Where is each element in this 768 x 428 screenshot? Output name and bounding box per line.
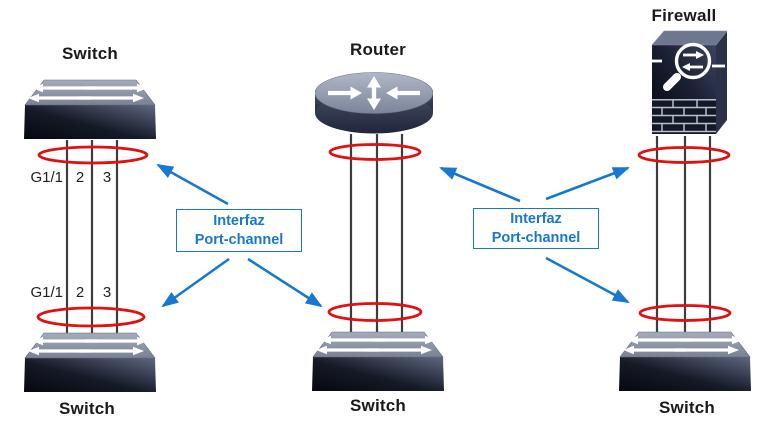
switch-icon-bottom-middle: [311, 330, 445, 392]
port-channel-highlight-top-left: [37, 145, 149, 165]
device-label-router: Router: [350, 40, 406, 59]
device-label-firewall: Firewall: [651, 6, 717, 25]
port-label-upper-g11: G1/1: [30, 169, 63, 186]
cable-bundle-middle: [349, 134, 404, 342]
port-channel-highlight-bottom-right: [638, 304, 732, 322]
port-label-lower-3: 3: [102, 284, 112, 301]
callout-left-line2: Port-channel: [194, 231, 284, 248]
device-label-switch-bottom-middle: Switch: [350, 396, 406, 415]
switch-icon-bottom-left: [23, 331, 157, 393]
port-channel-highlight-top-middle: [328, 143, 422, 161]
arrow-left-to-bottom-middle-ellipse: [247, 257, 323, 308]
port-label-lower-2: 2: [75, 284, 85, 301]
port-label-upper-3: 3: [102, 169, 112, 186]
device-label-switch-top-left: Switch: [62, 44, 118, 63]
port-label-lower-g11: G1/1: [30, 284, 63, 301]
port-channel-highlight-bottom-middle: [327, 302, 423, 322]
router-icon: [315, 73, 433, 134]
port-label-upper-2: 2: [75, 169, 85, 186]
port-channel-callout-right: Interfaz Port-channel: [473, 208, 599, 249]
arrow-right-to-top-middle-ellipse: [439, 166, 521, 203]
arrow-left-to-top-left-ellipse: [156, 163, 229, 206]
switch-icon-bottom-right: [618, 330, 752, 392]
callout-right-line2: Port-channel: [491, 229, 581, 246]
device-label-switch-bottom-right: Switch: [659, 398, 715, 417]
device-label-switch-bottom-left: Switch: [59, 399, 115, 418]
cable-bundle-right: [655, 136, 712, 342]
arrow-right-to-bottom-right-ellipse: [545, 256, 630, 304]
callout-right-line1: Interfaz: [510, 210, 562, 227]
switch-icon-top-left: [23, 78, 157, 140]
port-channel-highlight-bottom-left: [36, 306, 146, 328]
firewall-icon: [651, 31, 727, 134]
arrow-right-to-top-right-ellipse: [545, 166, 630, 201]
cable-bundle-left: [65, 140, 119, 335]
arrow-left-to-bottom-left-ellipse: [161, 257, 230, 308]
port-channel-callout-left: Interfaz Port-channel: [176, 209, 302, 252]
port-channel-highlight-top-right: [637, 146, 731, 164]
callout-left-line1: Interfaz: [213, 212, 265, 229]
